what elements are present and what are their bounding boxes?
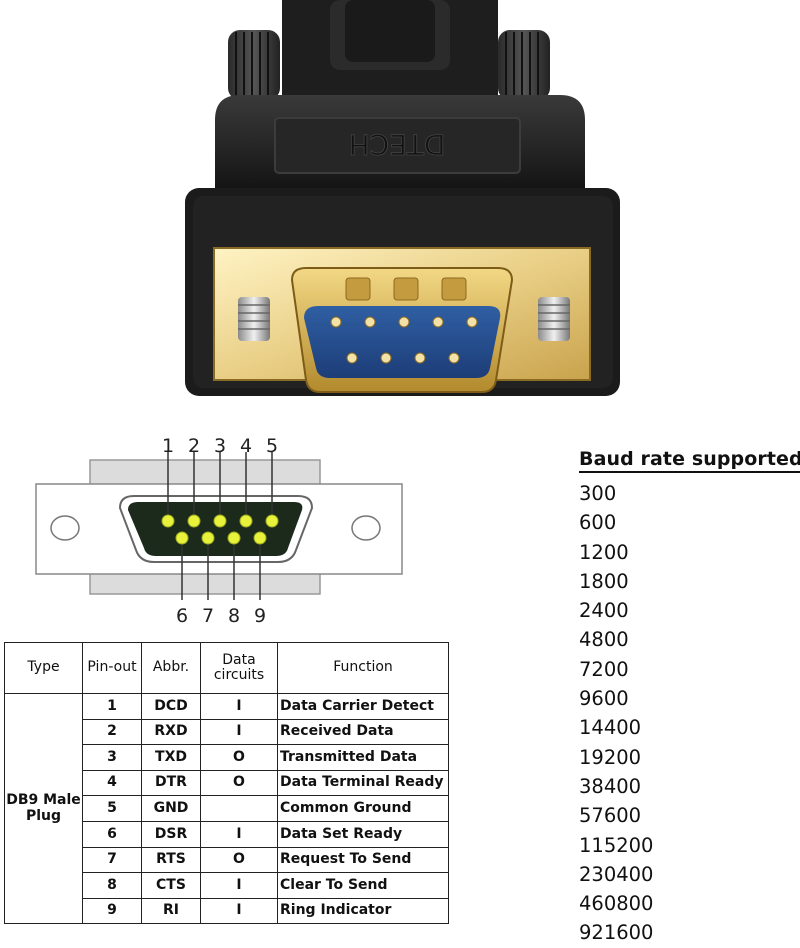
header-pinout: Pin-out [82, 642, 142, 694]
list-item: 600 [579, 511, 617, 535]
pin-label-2: 2 [188, 435, 200, 457]
header-type: Type [4, 642, 83, 694]
abbr-cell: RTS [141, 846, 201, 874]
db9-pinout-diagram: 1 2 3 4 5 6 7 8 9 [20, 430, 420, 630]
pin-cell: 4 [82, 769, 142, 797]
data-circuit-cell: O [200, 769, 278, 797]
pin-cell: 6 [82, 820, 142, 848]
abbr-cell: TXD [141, 744, 201, 771]
data-circuit-cell: I [200, 718, 278, 746]
list-item: 14400 [579, 716, 642, 740]
baud-rate-title: Baud rate supported: [579, 448, 800, 473]
function-cell: Common Ground [277, 795, 449, 822]
list-item: 460800 [579, 892, 654, 916]
pin-5 [265, 514, 279, 528]
header-abbr: Abbr. [141, 642, 201, 694]
data-circuit-cell: I [200, 897, 278, 925]
mounting-hole-left [50, 515, 80, 541]
connector-photo: DTECH [0, 0, 800, 420]
abbr-cell: DCD [141, 693, 201, 720]
list-item: 921600 [579, 921, 654, 945]
list-item: 2400 [579, 599, 629, 623]
function-cell: Received Data [277, 718, 449, 746]
pin-4 [239, 514, 253, 528]
data-circuit-cell: I [200, 693, 278, 720]
mounting-hole-right [351, 515, 381, 541]
function-cell: Transmitted Data [277, 744, 449, 771]
pin-2 [187, 514, 201, 528]
function-cell: Data Carrier Detect [277, 693, 449, 720]
abbr-cell: RI [141, 897, 201, 925]
pin-8 [227, 531, 241, 545]
list-item: 115200 [579, 833, 654, 857]
data-circuit-cell: I [200, 872, 278, 899]
function-cell: Data Terminal Ready [277, 769, 449, 797]
function-cell: Clear To Send [277, 872, 449, 899]
abbr-cell: DTR [141, 769, 201, 797]
list-item: 38400 [579, 774, 642, 798]
abbr-cell: DSR [141, 820, 201, 848]
list-item: 57600 [579, 804, 642, 828]
list-item: 7200 [579, 657, 629, 681]
brand-logo: DTECH [274, 117, 521, 174]
abbr-cell: RXD [141, 718, 201, 746]
function-cell: Data Set Ready [277, 820, 449, 848]
thumb-screw-left [228, 30, 280, 100]
baud-rate-list: 300 600 1200 1800 2400 4800 7200 9600 14… [579, 479, 800, 948]
pin-label-3: 3 [214, 435, 226, 457]
list-item: 1800 [579, 569, 629, 593]
list-item: 19200 [579, 745, 642, 769]
pin-3 [213, 514, 227, 528]
pin-cell: 9 [82, 897, 142, 925]
thumb-screw-right [498, 30, 550, 100]
data-circuit-cell: I [200, 820, 278, 848]
pin-6 [175, 531, 189, 545]
svg-text:DTECH: DTECH [349, 128, 446, 161]
pin-cell: 5 [82, 795, 142, 822]
abbr-cell: GND [141, 795, 201, 822]
function-cell: Ring Indicator [277, 897, 449, 925]
screw-left [238, 297, 270, 341]
pin-9 [253, 531, 267, 545]
pin-label-7: 7 [202, 605, 214, 627]
pin-label-5: 5 [266, 435, 278, 457]
pin-1 [161, 514, 175, 528]
pin-cell: 8 [82, 872, 142, 899]
abbr-cell: CTS [141, 872, 201, 899]
pin-cell: 1 [82, 693, 142, 720]
pin-label-1: 1 [162, 435, 174, 457]
function-cell: Request To Send [277, 846, 449, 874]
data-circuit-cell: O [200, 744, 278, 771]
pin-cell: 2 [82, 718, 142, 746]
list-item: 4800 [579, 628, 629, 652]
pin-label-8: 8 [228, 605, 240, 627]
pin-7 [201, 531, 215, 545]
list-item: 9600 [579, 687, 629, 711]
pin-label-6: 6 [176, 605, 188, 627]
pin-cell: 7 [82, 846, 142, 874]
header-function: Function [277, 642, 449, 694]
pin-label-9: 9 [254, 605, 266, 627]
screw-right [538, 297, 570, 341]
pin-cell: 3 [82, 744, 142, 771]
data-circuit-cell [200, 795, 278, 822]
list-item: 1200 [579, 540, 629, 564]
pin-label-4: 4 [240, 435, 252, 457]
baud-rate-panel: Baud rate supported: 300 600 1200 1800 2… [579, 448, 800, 948]
list-item: 300 [579, 482, 617, 505]
data-circuit-cell: O [200, 846, 278, 874]
list-item: 230400 [579, 862, 654, 886]
